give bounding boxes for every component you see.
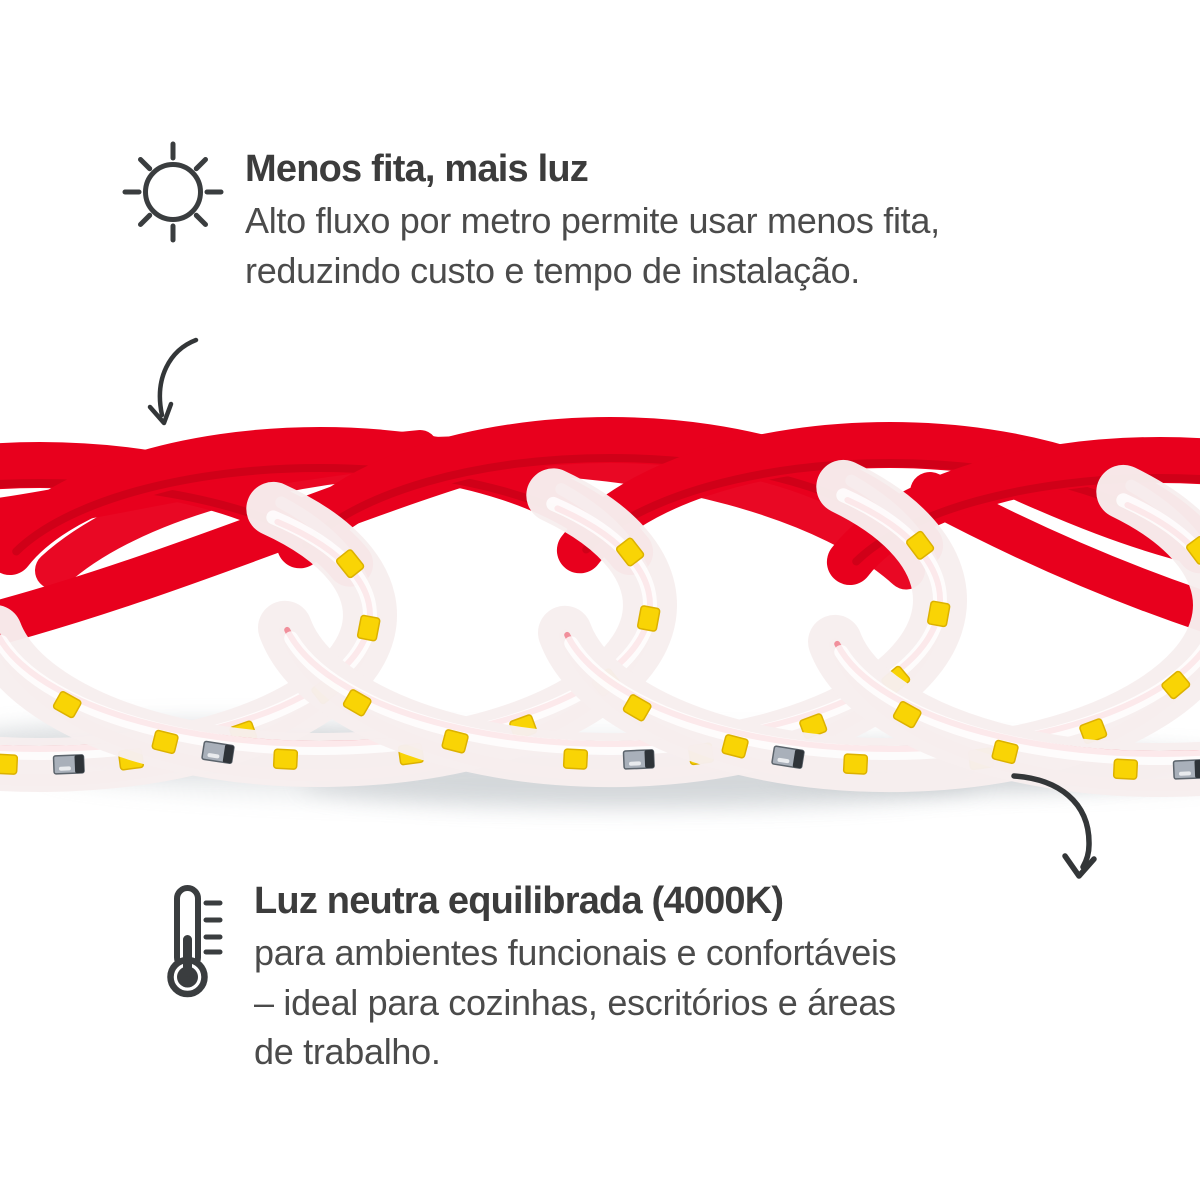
feature-bottom-body-line-2: – ideal para cozinhas, escritórios e áre… — [254, 981, 896, 1023]
feature-bottom-body-line-3: de trabalho. — [254, 1031, 441, 1072]
curved-arrow-down-icon — [1011, 773, 1097, 879]
thermometer-icon — [167, 885, 223, 998]
curved-arrow-down-icon — [147, 337, 199, 426]
feature-top-body-line-1: Alto fluxo por metro permite usar menos … — [245, 200, 940, 241]
feature-bottom: Luz neutra equilibrada (4000K) para ambi… — [254, 878, 897, 1077]
feature-top-body-line-2: reduzindo custo e tempo de instalação. — [245, 249, 860, 291]
feature-bottom-title: Luz neutra equilibrada (4000K) — [254, 880, 784, 922]
feature-top-body: Alto fluxo por metro permite usar menos … — [245, 196, 940, 295]
feature-top: Menos fita, mais luz Alto fluxo por metr… — [245, 146, 940, 295]
sun-icon — [122, 141, 224, 243]
feature-top-title: Menos fita, mais luz — [245, 148, 589, 190]
feature-bottom-body: para ambientes funcionais e confortáveis… — [254, 928, 897, 1077]
feature-bottom-body-line-1: para ambientes funcionais e confortáveis — [254, 932, 897, 973]
